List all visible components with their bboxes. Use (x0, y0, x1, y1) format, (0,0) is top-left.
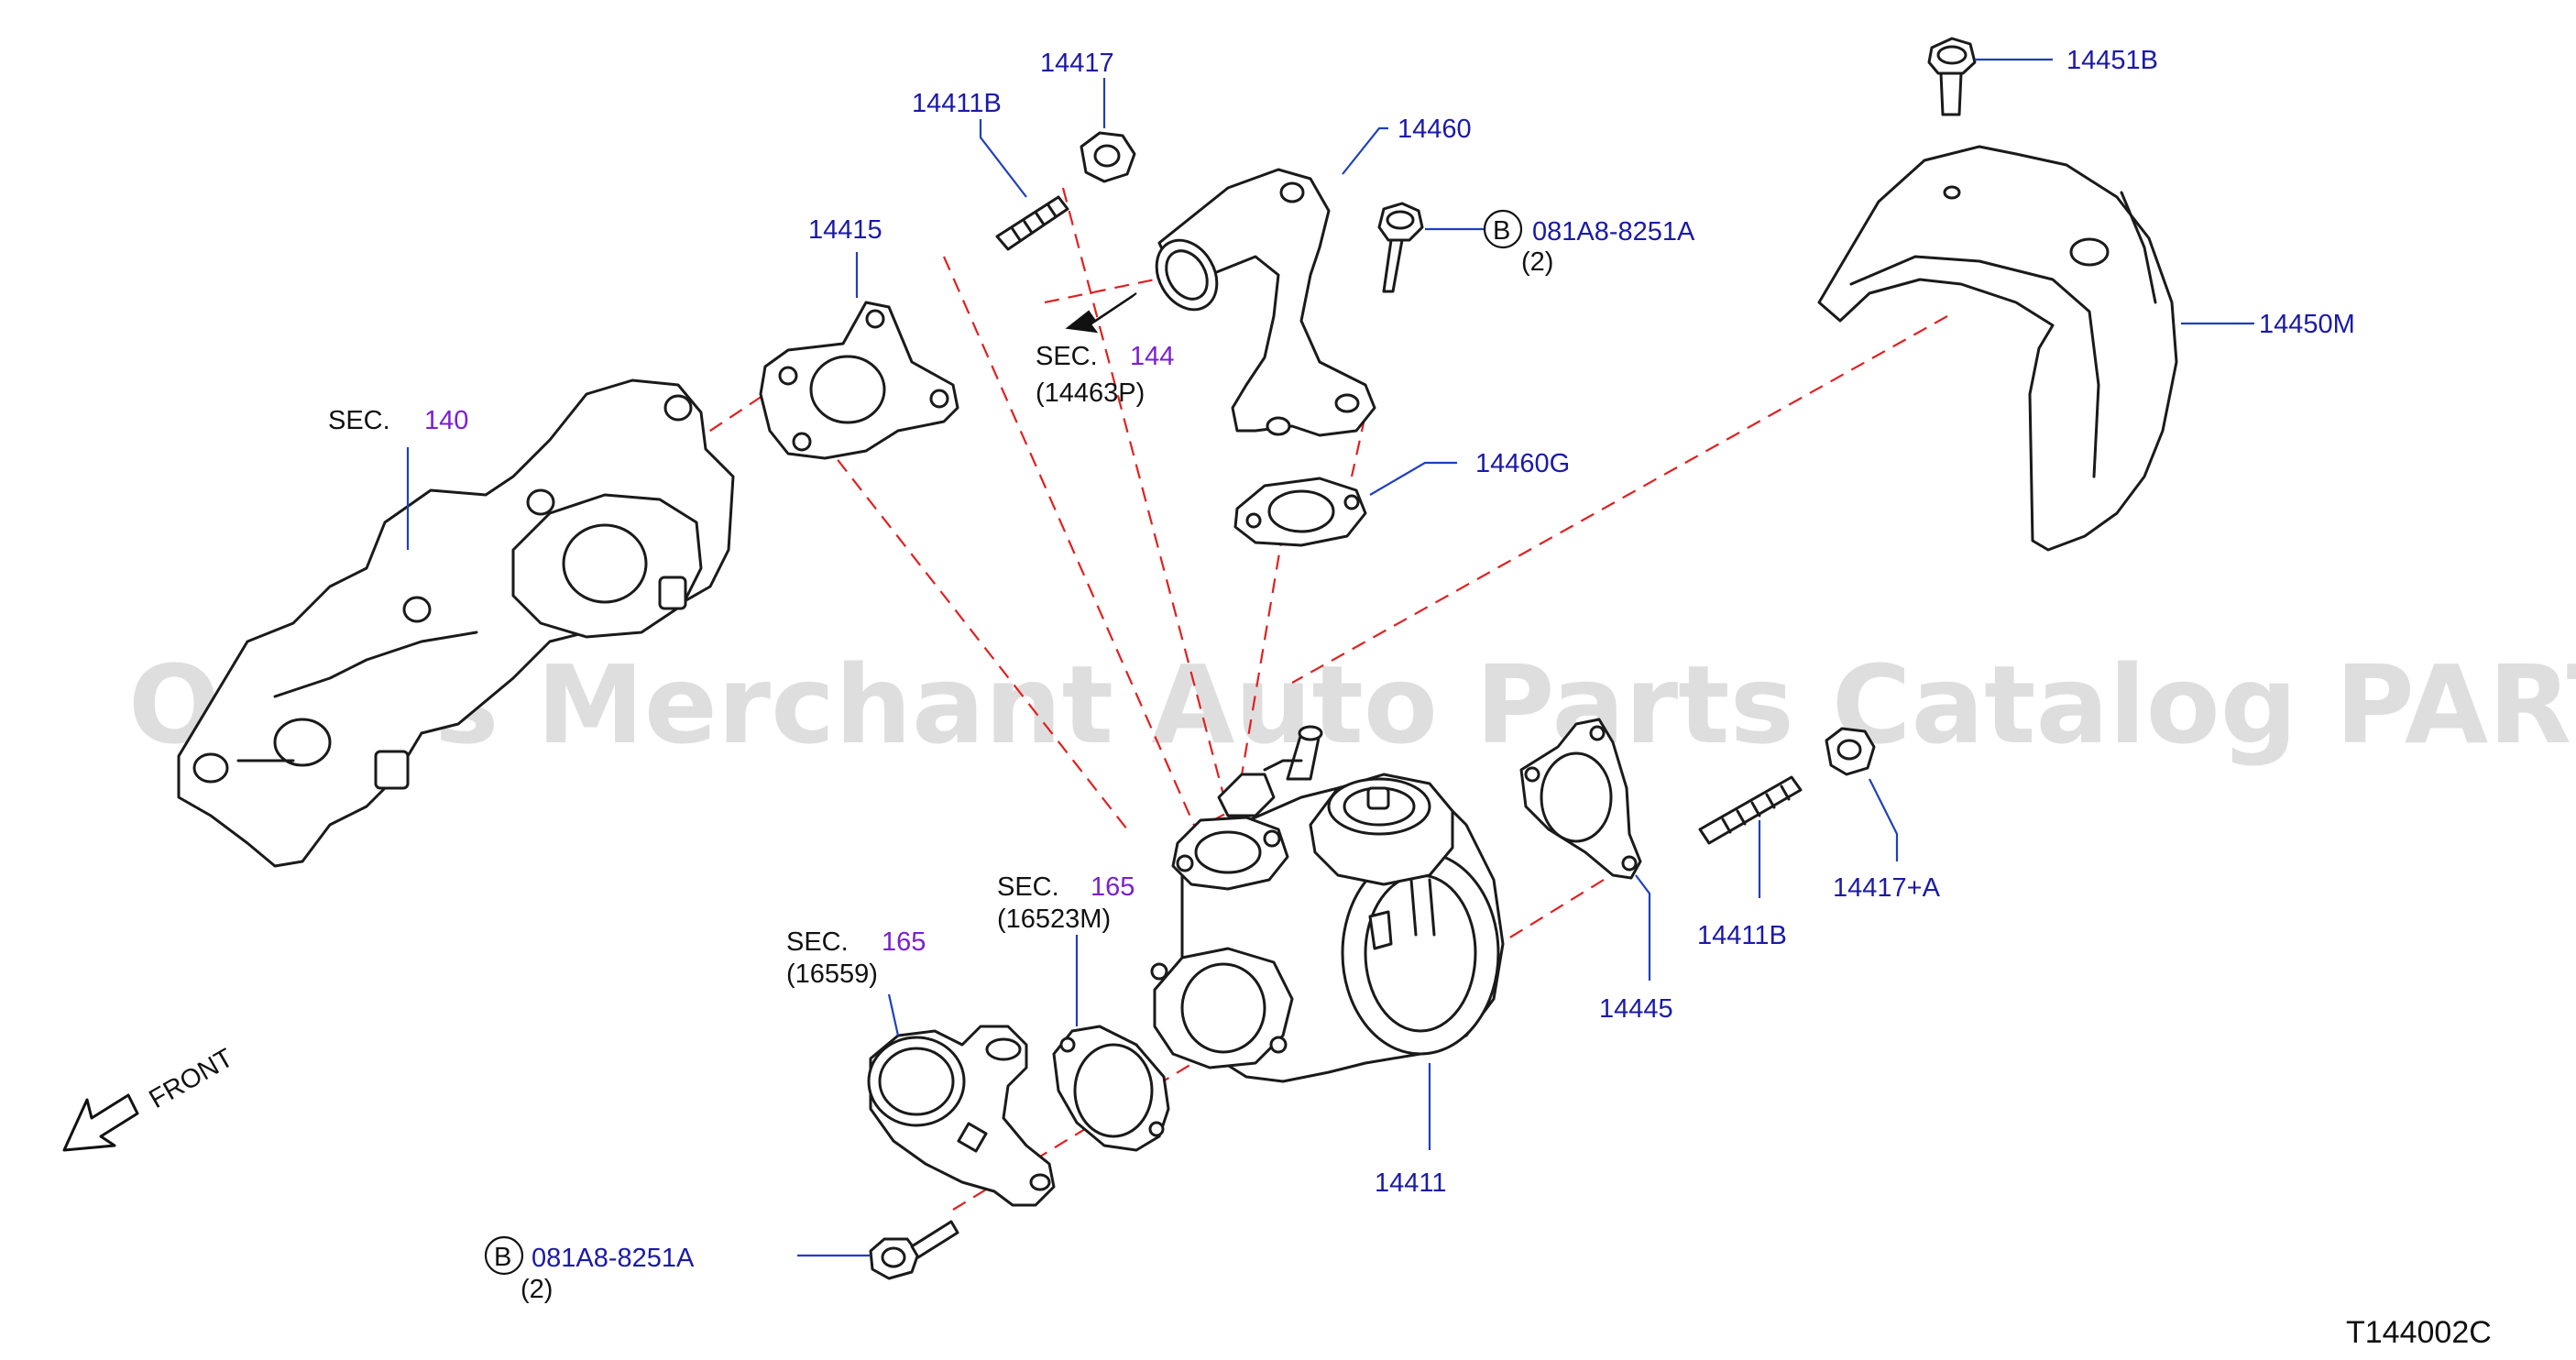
stud-14411B-right[interactable] (1698, 775, 1803, 898)
oil-pipe-14460[interactable] (1145, 126, 1388, 437)
stud-14411B-top[interactable] (979, 119, 1069, 251)
gasket-14415[interactable] (759, 252, 959, 460)
gasket-14445[interactable] (1519, 718, 1651, 981)
svg-text:(16559): (16559) (786, 960, 878, 989)
nut-14417[interactable] (1080, 78, 1136, 183)
label-14451B: 14451B (2066, 46, 2158, 75)
label-14411B-top: 14411B (912, 89, 1002, 118)
svg-text:SEC.: SEC. (1036, 342, 1098, 371)
gasket-16523M[interactable] (1052, 935, 1170, 1152)
gasket-14460G[interactable] (1233, 461, 1457, 547)
label-14411B-right: 14411B (1697, 921, 1787, 950)
svg-text:SEC.: SEC. (786, 927, 849, 957)
svg-text:B: B (1493, 216, 1510, 246)
heat-shield-14450M[interactable] (1817, 145, 2254, 552)
label-14417: 14417 (1040, 49, 1114, 78)
label-14460: 14460 (1398, 115, 1472, 144)
turbocharger-14411[interactable] (1150, 725, 1505, 1150)
svg-text:081A8-8251A: 081A8-8251A (1532, 217, 1695, 247)
bolt-lower[interactable] (797, 1220, 959, 1280)
svg-text:165: 165 (1091, 872, 1135, 902)
watermark: Offers Merchant Auto Parts Catalog PARTS… (128, 642, 2576, 768)
label-14450M: 14450M (2259, 310, 2355, 339)
svg-text:(2): (2) (1521, 247, 1553, 277)
sec165a-label: SEC. 165 (16523M) (997, 872, 1135, 934)
svg-text:165: 165 (882, 927, 926, 957)
bolt-14451B[interactable] (1927, 37, 2053, 116)
svg-text:140: 140 (424, 406, 468, 435)
svg-text:SEC.: SEC. (997, 872, 1059, 902)
label-14460G: 14460G (1475, 449, 1570, 478)
nut-14417A[interactable] (1825, 727, 1899, 861)
exhaust-manifold[interactable] (177, 378, 735, 868)
svg-text:(14463P): (14463P) (1036, 378, 1145, 408)
label-14445: 14445 (1599, 994, 1673, 1024)
bolt-upper-callout: B 081A8-8251A (2) (1483, 209, 1695, 277)
svg-text:B: B (494, 1243, 511, 1272)
front-label: FRONT (145, 1043, 239, 1114)
svg-text:(2): (2) (521, 1275, 553, 1304)
label-14417A: 14417+A (1833, 873, 1941, 903)
outlet-elbow-16559[interactable] (867, 993, 1056, 1207)
label-14411: 14411 (1375, 1168, 1447, 1198)
sec144-label: SEC. 144 (14463P) (1036, 342, 1174, 408)
sec165b-label: SEC. 165 (16559) (786, 927, 926, 989)
sec140-label: SEC. 140 (328, 406, 468, 435)
sec144-arrow (1065, 292, 1137, 334)
svg-text:(16523M): (16523M) (997, 905, 1111, 934)
front-arrow-icon (62, 1093, 139, 1152)
diagram-code: T144002C (2346, 1315, 2492, 1350)
svg-text:SEC.: SEC. (328, 406, 390, 435)
svg-text:144: 144 (1130, 342, 1174, 371)
bolt-upper[interactable] (1377, 202, 1485, 293)
label-14415: 14415 (808, 215, 882, 245)
svg-text:081A8-8251A: 081A8-8251A (532, 1244, 695, 1273)
bolt-lower-callout: B 081A8-8251A (2) (484, 1235, 695, 1304)
